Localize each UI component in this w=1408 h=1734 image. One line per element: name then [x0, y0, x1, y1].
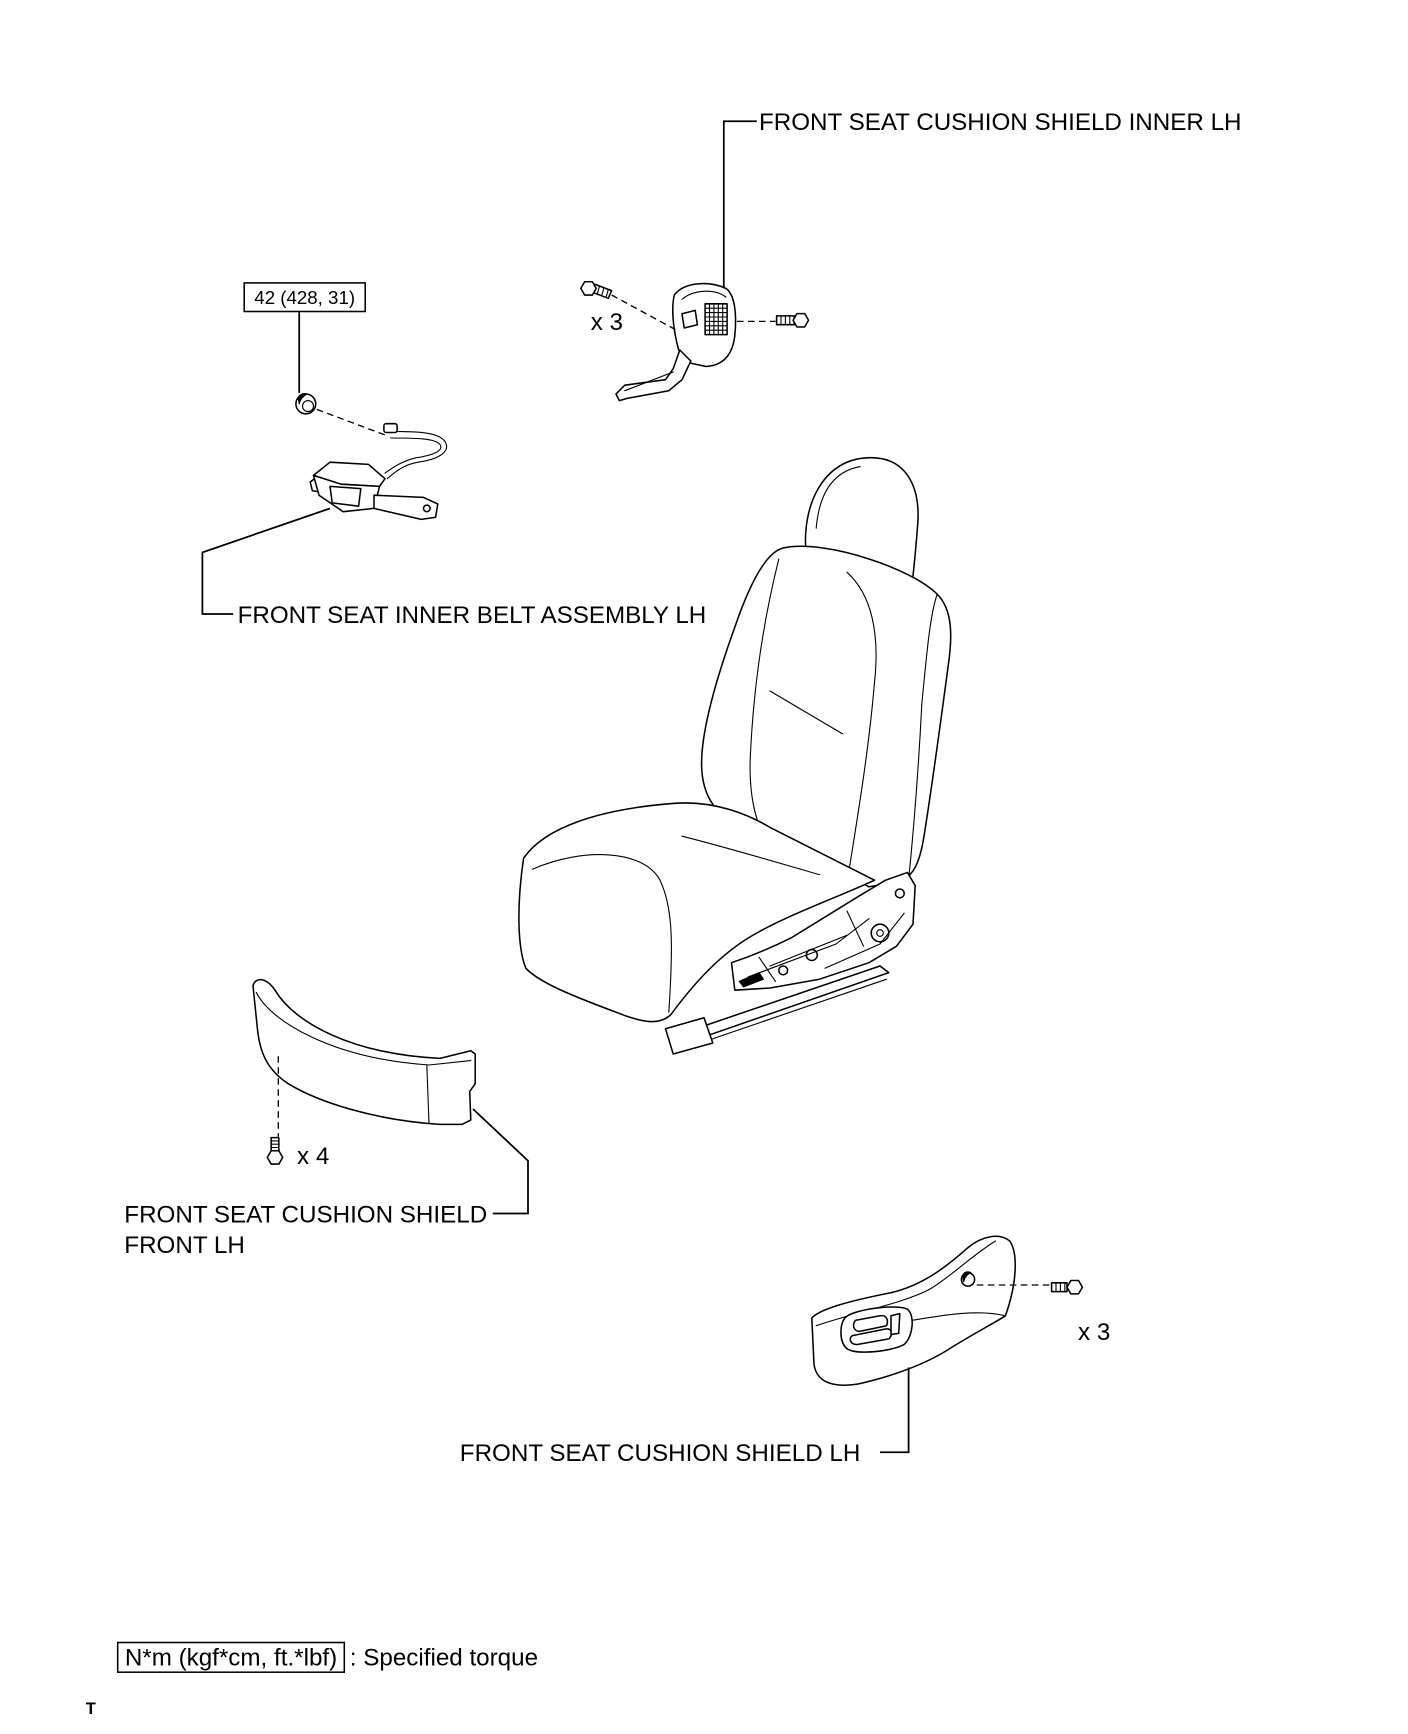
belt-connector [383, 422, 398, 434]
legend-unit-text: N*m (kgf*cm, ft.*lbf) [125, 1645, 337, 1672]
screw-head [1066, 1279, 1084, 1295]
screw-head [266, 1149, 284, 1165]
seat-front-bracket [664, 1016, 714, 1055]
shield-inner-bolt-right [775, 312, 810, 328]
shield-front-label-line2: FRONT LH [124, 1232, 245, 1259]
inner-belt-label: FRONT SEAT INNER BELT ASSEMBLY LH [238, 602, 707, 629]
shield-front-panel [252, 978, 476, 1126]
backrest-right-bolster [846, 571, 877, 870]
inner-belt-nut [295, 393, 317, 415]
torque-value: 42 (428, 31) [254, 287, 355, 308]
legend-description: : Specified torque [350, 1645, 538, 1672]
shield-lh-leader [880, 1367, 910, 1454]
shield-lh-label: FRONT SEAT CUSHION SHIELD LH [460, 1440, 861, 1467]
shield-inner-tab [681, 309, 699, 329]
seat-cushion [518, 802, 876, 1023]
seat-rail-edge [683, 978, 888, 1050]
shield-lh-screw [1050, 1279, 1084, 1295]
screw-threads [270, 1140, 280, 1149]
mechanism-gear-hub [876, 929, 884, 937]
mechanism-gear [870, 923, 890, 943]
seat-switch-knob-upper [852, 1314, 889, 1332]
seat-adjuster-mechanism [730, 871, 916, 991]
belt-anchor-plate [373, 494, 439, 521]
shield-inner-grid [704, 303, 728, 336]
backrest-seam [769, 690, 844, 735]
inner-belt-leader [201, 507, 331, 615]
seat-switch-bezel [840, 1306, 913, 1353]
grid-frame [704, 303, 728, 336]
shield-inner-arm-edge [624, 371, 674, 392]
cushion-shield-lh-part [811, 1235, 1016, 1386]
shield-inner-bolt-left [580, 280, 613, 300]
bolt-threads [596, 285, 609, 298]
cushion-shield-front-part [252, 978, 476, 1126]
shield-inner-leader [722, 120, 757, 289]
nut-face [301, 400, 315, 413]
seat-switch-knob-side [890, 1312, 901, 1336]
shield-front-qty: x 4 [297, 1143, 329, 1170]
shield-lh-panel [811, 1235, 1016, 1386]
mechanism-pivot-3 [894, 888, 905, 899]
shield-inner-arm [615, 349, 692, 402]
torque-box [243, 282, 366, 313]
inner-belt-dashline [316, 408, 388, 437]
shield-front-label-line1: FRONT SEAT CUSHION SHIELD [124, 1201, 487, 1228]
bolt-threads [780, 315, 791, 326]
bolt-head [580, 280, 597, 296]
shield-lh-boss-shade [961, 1271, 972, 1283]
mechanism-pivot-2 [778, 965, 789, 976]
inner-belt-assembly [309, 422, 448, 521]
belt-wire-inner [384, 437, 442, 474]
shield-inner-label: FRONT SEAT CUSHION SHIELD INNER LH [759, 109, 1242, 136]
cushion-bolster-line [531, 854, 672, 1013]
bolt-head [792, 312, 810, 328]
legend-unit-box [116, 1641, 346, 1673]
belt-wire [386, 430, 448, 480]
cushion-seam [681, 835, 821, 876]
shield-front-lip [255, 991, 472, 1066]
shield-front-screw [266, 1136, 284, 1165]
torque-legend: N*m (kgf*cm, ft.*lbf) : Specified torque [116, 1641, 538, 1673]
shield-inner-edge [681, 290, 727, 300]
shield-lh-bevel [912, 1312, 1006, 1321]
mechanism-linkage [747, 910, 905, 982]
nut-shade [297, 393, 308, 405]
footer-code: T [86, 1700, 96, 1718]
shield-front-end [426, 1064, 430, 1124]
buckle-face [329, 485, 362, 507]
seat-switch-knob-lower [849, 1328, 893, 1346]
shield-inner-left-dashline [611, 294, 677, 331]
shield-lh-qty: x 3 [1078, 1319, 1110, 1346]
backrest-rear-panel [908, 593, 938, 881]
anchor-hole [422, 504, 431, 513]
screw-threads [1055, 1282, 1066, 1293]
torque-callout: 42 (428, 31) [243, 282, 366, 313]
grid-lines [704, 303, 728, 336]
shield-inner-qty: x 3 [591, 309, 623, 336]
cushion-shield-inner-part [615, 282, 737, 402]
backrest-left-bolster [749, 558, 780, 837]
front-seat [518, 457, 952, 1055]
shield-front-leader [472, 1108, 529, 1215]
headrest-highlight [815, 466, 861, 529]
mechanism-shadow [738, 972, 764, 988]
